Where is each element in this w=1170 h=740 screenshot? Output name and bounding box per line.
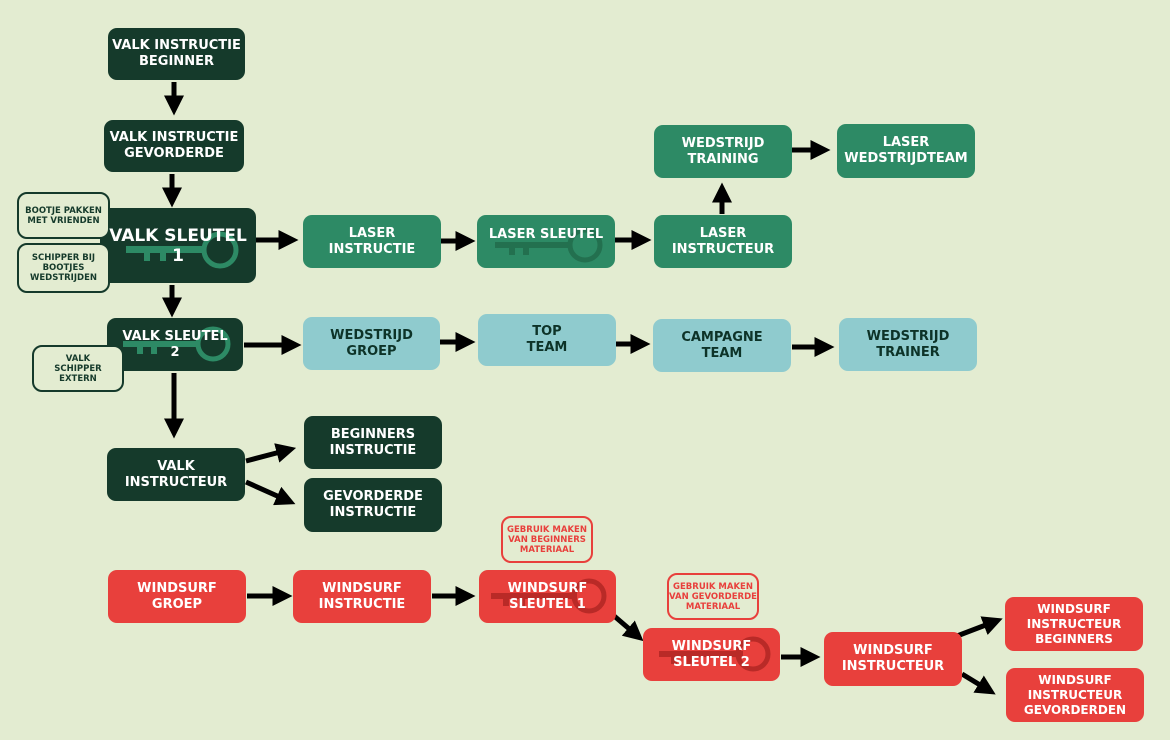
node-label: WINDSURF INSTRUCTIE (318, 580, 406, 612)
node-label: LASER INSTRUCTEUR (671, 225, 775, 257)
node-label: CAMPAGNE TEAM (681, 329, 763, 361)
arrow (960, 671, 996, 695)
node-windsurf-groep: WINDSURF GROEP (108, 570, 246, 623)
node-valk-instructie-gevorderde: VALK INSTRUCTIE GEVORDERDE (104, 120, 244, 172)
node-campagne-team: CAMPAGNE TEAM (653, 319, 791, 372)
node-label: LASER SLEUTEL (488, 226, 604, 242)
arrow (245, 443, 297, 464)
node-label: TOP TEAM (526, 324, 568, 355)
node-label: WINDSURF SLEUTEL 1 (507, 580, 588, 612)
node-label: VALK INSTRUCTIE GEVORDERDE (109, 130, 239, 161)
node-label: WEDSTRIJD GROEP (330, 327, 413, 359)
node-label: WEDSTRIJD TRAINER (866, 328, 950, 360)
node-laser-instructeur: LASER INSTRUCTEUR (654, 215, 792, 268)
key-icon (659, 636, 771, 672)
node-label: VALK SLEUTEL 1 (109, 225, 247, 266)
node-label: GEVORDERDE INSTRUCTIE (323, 489, 423, 520)
node-valk-sleutel-2: VALK SLEUTEL 2 (107, 318, 243, 371)
arrow (611, 613, 644, 642)
node-wedstrijd-trainer: WEDSTRIJD TRAINER (839, 318, 977, 371)
node-windsurf-sleutel-1: WINDSURF SLEUTEL 1 (479, 570, 616, 623)
node-windsurf-instructie: WINDSURF INSTRUCTIE (293, 570, 431, 623)
node-beginners-instructie: BEGINNERS INSTRUCTIE (304, 416, 442, 469)
node-laser-sleutel: LASER SLEUTEL (477, 215, 615, 268)
arrow (956, 616, 1003, 639)
node-laser-instructie: LASER INSTRUCTIE (303, 215, 441, 268)
note-schipper-bij-wedstrijden: SCHIPPER BIJ BOOTJES WEDSTRIJDEN (17, 243, 110, 293)
note-gebruik-gevorderde-materiaal: GEBRUIK MAKEN VAN GEVORDERDE MATERIAAL (667, 573, 759, 620)
node-laser-wedstrijdteam: LASER WEDSTRIJDTEAM (837, 124, 975, 178)
node-label: VALK INSTRUCTIE BEGINNER (112, 38, 241, 69)
node-label: BEGINNERS INSTRUCTIE (329, 426, 417, 458)
node-windsurf-instructeur: WINDSURF INSTRUCTEUR (824, 632, 962, 686)
note-gebruik-beginners-materiaal: GEBRUIK MAKEN VAN BEGINNERS MATERIAAL (501, 516, 593, 563)
node-label: WINDSURF INSTRUCTEUR GEVORDERDEN (1023, 672, 1127, 717)
node-wedstrijd-training: WEDSTRIJD TRAINING (654, 125, 792, 178)
node-gevorderde-instructie: GEVORDERDE INSTRUCTIE (304, 478, 442, 532)
node-label: VALK SLEUTEL 2 (122, 328, 228, 360)
node-label: WINDSURF INSTRUCTEUR (841, 643, 945, 674)
node-top-team: TOP TEAM (478, 314, 616, 366)
note-bootje-pakken: BOOTJE PAKKEN MET VRIENDEN (17, 192, 110, 239)
node-label: WINDSURF SLEUTEL 2 (671, 638, 752, 670)
key-icon (491, 578, 607, 614)
key-icon (123, 326, 231, 362)
node-valk-sleutel-1: VALK SLEUTEL 1 (100, 208, 256, 283)
key-icon (495, 227, 603, 263)
node-label: WINDSURF GROEP (137, 580, 217, 612)
node-windsurf-instructeur-beginners: WINDSURF INSTRUCTEUR BEGINNERS (1005, 597, 1143, 651)
node-label: LASER WEDSTRIJDTEAM (844, 135, 968, 166)
node-label: VALK INSTRUCTEUR (124, 458, 228, 490)
node-windsurf-sleutel-2: WINDSURF SLEUTEL 2 (643, 628, 780, 681)
node-wedstrijd-groep: WEDSTRIJD GROEP (303, 317, 440, 370)
key-icon (126, 231, 239, 269)
node-label: WINDSURF INSTRUCTEUR BEGINNERS (1026, 601, 1122, 646)
node-valk-instructeur: VALK INSTRUCTEUR (107, 448, 245, 501)
arrow (244, 479, 296, 506)
node-label: LASER INSTRUCTIE (328, 225, 416, 257)
node-windsurf-instructeur-gevorderden: WINDSURF INSTRUCTEUR GEVORDERDEN (1006, 668, 1144, 722)
note-valk-schipper-extern: VALK SCHIPPER EXTERN (32, 345, 124, 392)
node-valk-instructie-beginner: VALK INSTRUCTIE BEGINNER (108, 28, 245, 80)
node-label: WEDSTRIJD TRAINING (681, 135, 765, 167)
